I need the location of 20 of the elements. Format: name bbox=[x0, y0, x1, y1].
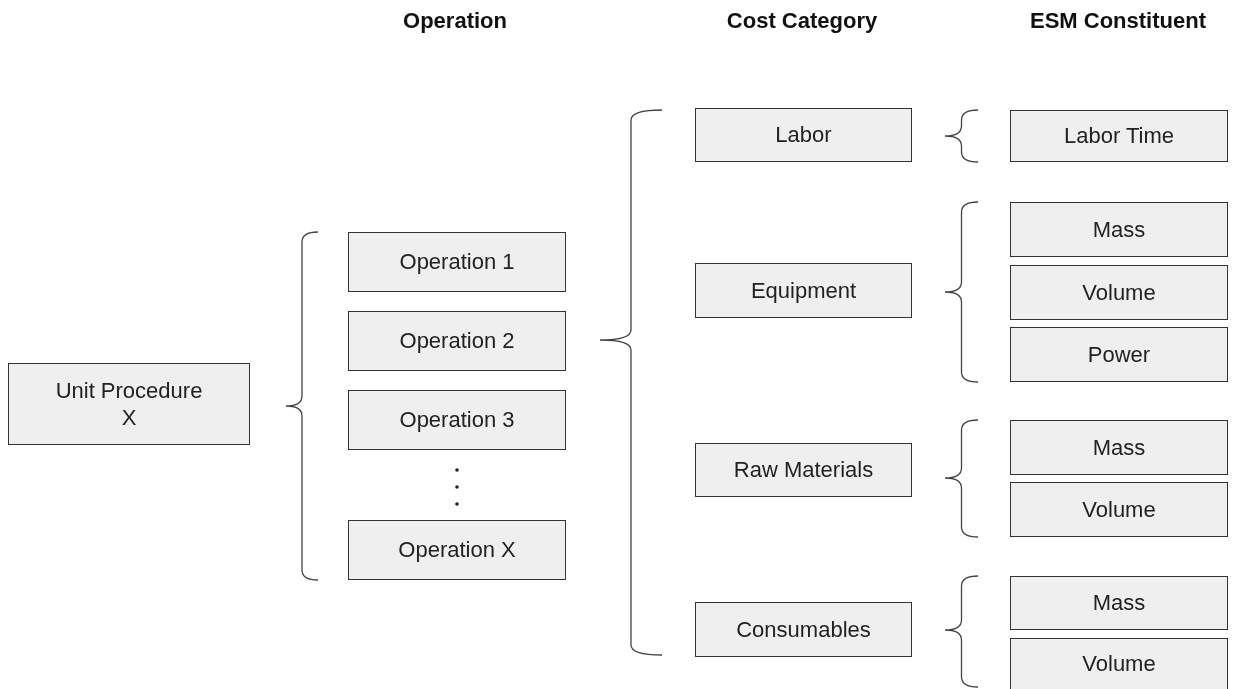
category-box: Mass bbox=[1010, 420, 1228, 475]
category-box: Unit Procedure X bbox=[8, 363, 250, 445]
column-heading: ESM Constituent bbox=[1030, 8, 1206, 34]
category-box: Volume bbox=[1010, 265, 1228, 320]
category-box: Power bbox=[1010, 327, 1228, 382]
category-box: Mass bbox=[1010, 202, 1228, 257]
category-box: Operation X bbox=[348, 520, 566, 580]
category-box: Equipment bbox=[695, 263, 912, 318]
category-box: Operation 3 bbox=[348, 390, 566, 450]
category-box: Volume bbox=[1010, 638, 1228, 689]
category-box: Operation 1 bbox=[348, 232, 566, 292]
category-box: Mass bbox=[1010, 576, 1228, 630]
category-box: Operation 2 bbox=[348, 311, 566, 371]
category-box: Labor bbox=[695, 108, 912, 162]
category-box: Volume bbox=[1010, 482, 1228, 537]
category-box: Consumables bbox=[695, 602, 912, 657]
column-heading: Cost Category bbox=[726, 8, 878, 34]
category-box: Labor Time bbox=[1010, 110, 1228, 162]
category-box: Raw Materials bbox=[695, 443, 912, 497]
column-heading: Operation bbox=[403, 8, 507, 34]
